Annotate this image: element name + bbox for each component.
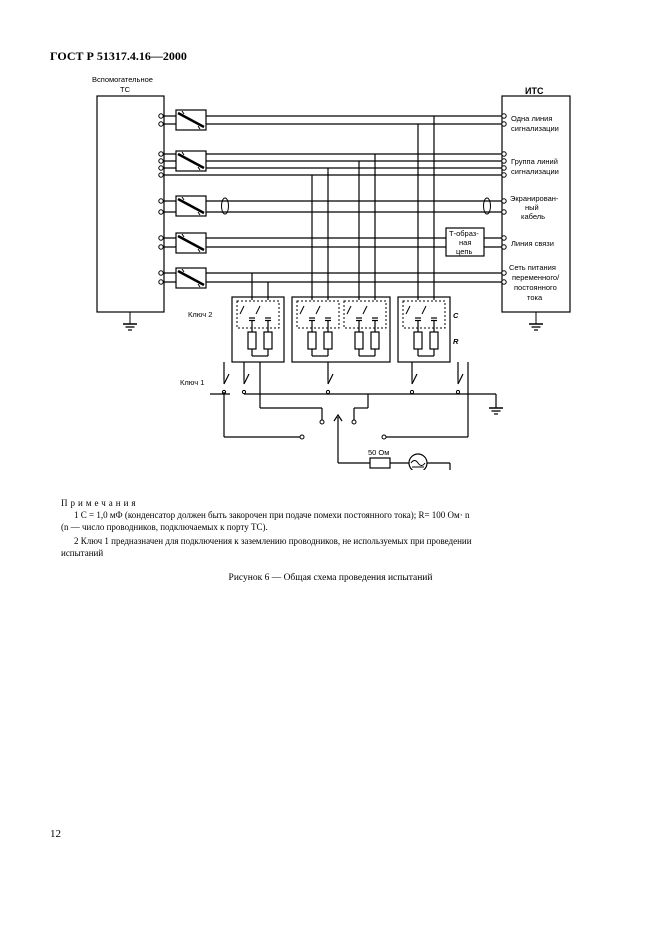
c-label: C [453,311,459,320]
port-label-4: Линия связи [511,239,554,248]
resistor-label: 50 Ом [368,448,389,457]
t-network: Т-образ- ная цепь [445,227,485,257]
port-label-1b: сигнализации [511,124,559,133]
port-label-5b: переменного/ [512,273,560,282]
aux-terminals [158,113,164,285]
key1-label: Ключ 1 [180,378,204,387]
note-1-line-2: (n — число проводников, подключаемых к п… [61,522,268,532]
auxiliary-equipment: Вспомогательное ТС [92,75,165,331]
signal-lines [164,115,502,283]
t-network-label-2: ная [459,238,471,247]
port-label-3a: Экранирован- [510,194,559,203]
resistors [247,321,439,357]
r-label: R [453,337,459,346]
coupling-network-1 [231,296,285,363]
dut-terminals [501,113,507,285]
dut-title: ИТС [525,86,544,96]
resistor-50-ohm: 50 Ом [368,448,391,469]
port-label-5d: тока [527,293,543,302]
figure-caption: Рисунок 6 — Общая схема проведения испыт… [228,573,433,583]
isolation-transformers [174,108,208,290]
port-label-2b: сигнализации [511,167,559,176]
key2-label: Ключ 2 [188,310,212,319]
port-label-5c: постоянного [514,283,557,292]
note-2-line-1: 2 Ключ 1 предназначен для подключения к … [74,536,472,546]
aux-label-line1: Вспомогательное [92,75,153,84]
port-label-1a: Одна линия [511,114,552,123]
notes-title: Примечания [61,498,139,508]
page-number: 12 [50,828,61,840]
aux-label-line2: ТС [120,85,131,94]
key2-switches [239,305,427,315]
notes: Примечания 1 С = 1,0 мФ (конденсатор дол… [61,497,614,559]
t-network-label-1: Т-образ- [449,229,479,238]
port-label-2a: Группа линий [511,157,558,166]
tap-lines [251,116,435,300]
document-header: ГОСТ Р 51317.4.16—2000 [50,49,187,63]
selector-switch [299,413,387,440]
device-under-test: ИТС Одна линия сигнализации Группа линий… [501,86,571,331]
common-wiring [210,362,497,470]
capacitors [248,317,438,322]
ground-symbol [488,407,504,415]
test-setup-diagram: Вспомогательное ТС ИТС Одна линия сигнал… [92,75,571,470]
t-network-label-3: цепь [456,247,472,256]
key1-switches [221,373,464,395]
port-label-3c: кабель [521,212,545,221]
port-label-3b: ный [525,203,539,212]
port-label-5a: Сеть питания [509,263,556,272]
note-2-line-2: испытаний [61,548,104,558]
note-1-line-1: 1 С = 1,0 мФ (конденсатор должен быть за… [74,510,470,520]
test-generator [408,453,428,470]
coupling-network-2 [291,296,391,363]
coupling-network-3 [397,296,451,363]
